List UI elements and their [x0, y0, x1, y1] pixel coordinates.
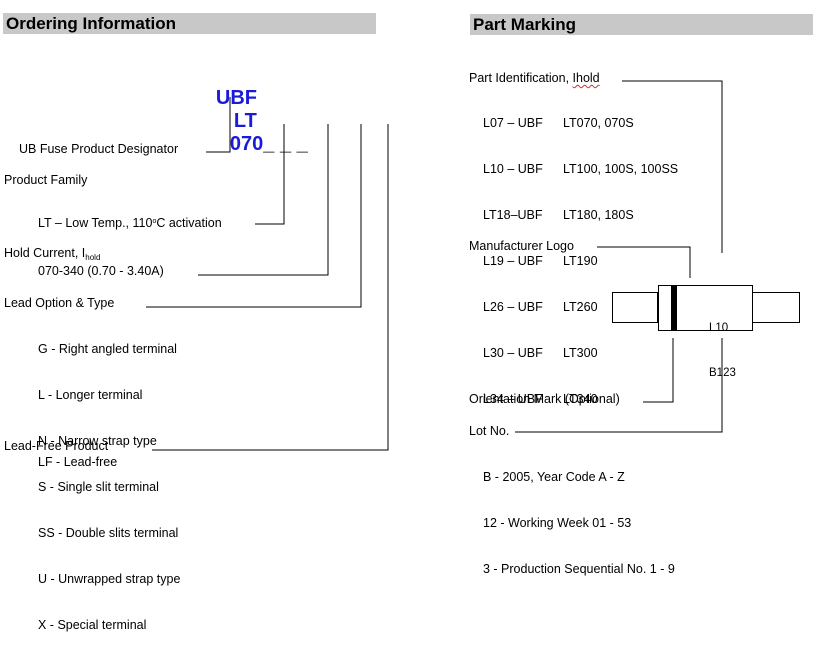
part-id-row: LT18–UBF LT180, 180S: [483, 208, 678, 224]
hold-current-heading-text: Hold Current, I: [4, 246, 86, 260]
hold-current-heading: Hold Current, Ihold: [4, 246, 100, 265]
lead-free-item: LF - Lead-free: [38, 455, 118, 469]
hold-current-leader: [198, 124, 329, 276]
part-id-leader: [622, 80, 723, 253]
part-id-parts: LT300: [563, 346, 598, 360]
device-left-lead: [612, 292, 658, 323]
lead-free-leader: [152, 124, 389, 451]
part-id-mark: LT18–UBF: [483, 208, 543, 222]
part-id-row: L10 – UBF LT100, 100S, 100SS: [483, 162, 678, 178]
designator-label: UB Fuse Product Designator: [19, 142, 179, 156]
part-id-mark: L34 – UBF: [483, 392, 543, 406]
part-identification-list: L07 – UBF LT070, 070S L10 – UBF LT100, 100…: [483, 86, 678, 423]
lead-option-heading: Lead Option & Type: [4, 296, 115, 310]
degree-mark: o: [152, 218, 157, 225]
code-current: 070: [229, 133, 264, 155]
lot-no-item: 3 - Production Sequential No. 1 - 9: [483, 562, 675, 576]
part-id-mark: L10 – UBF: [483, 162, 543, 176]
ordering-information-heading: Ordering Information: [3, 13, 376, 34]
hold-subscript: hold: [85, 253, 101, 262]
part-id-parts: LT190: [563, 254, 598, 268]
hold-current-range: 070-340 (0.70 - 3.40A): [38, 264, 164, 278]
product-family-item-text: LT – Low Temp., 110: [38, 216, 153, 230]
part-marking-title: Part Marking: [473, 15, 576, 34]
designator-leader: [206, 97, 231, 153]
device-marking-line1: L10: [709, 322, 729, 334]
part-id-row: L07 – UBF LT070, 070S: [483, 116, 678, 132]
part-identification-prefix: Part Identification,: [469, 71, 573, 85]
lead-option-item: U - Unwrapped strap type: [38, 572, 181, 586]
device-right-lead: [752, 292, 800, 323]
part-id-row: L26 – UBF LT260: [483, 300, 678, 316]
product-family-heading: Product Family: [4, 173, 88, 187]
manufacturer-logo-label: Manufacturer Logo: [469, 239, 574, 253]
lead-option-item: L - Longer terminal: [38, 388, 143, 402]
orientation-mark-label: Orientation Mark (Optional): [469, 392, 620, 406]
lead-option-item: X - Special terminal: [38, 618, 147, 632]
part-id-row: L19 – UBF LT190: [483, 254, 678, 270]
part-id-parts: LT260: [563, 300, 598, 314]
lead-option-leader: [146, 124, 362, 308]
part-id-mark: L30 – UBF: [483, 346, 543, 360]
ordering-information-title: Ordering Information: [6, 14, 176, 33]
lot-no-item: 12 - Working Week 01 - 53: [483, 516, 632, 530]
code-prefix: UBF: [215, 87, 257, 109]
part-identification-ihold: Ihold: [572, 71, 600, 85]
part-number-code: UBF LT 070_ _ _: [207, 69, 308, 156]
lot-no-item: B - 2005, Year Code A - Z: [483, 470, 625, 484]
lead-option-item: S - Single slit terminal: [38, 480, 159, 494]
part-id-parts: LT070, 070S: [563, 116, 634, 130]
part-id-parts: LT100, 100S, 100SS: [563, 162, 679, 176]
lead-option-item: G - Right angled terminal: [38, 342, 177, 356]
product-family-item-tail: C activation: [156, 216, 222, 230]
code-family: LT: [233, 110, 257, 132]
lead-option-item: N - Narrow strap type: [38, 434, 157, 448]
part-id-mark: L07 – UBF: [483, 116, 543, 130]
lead-option-item: SS - Double slits terminal: [38, 526, 179, 540]
orientation-leader: [643, 338, 674, 403]
lot-no-heading: Lot No.: [469, 424, 510, 438]
part-id-row: L30 – UBF LT300: [483, 346, 678, 362]
orientation-band: [671, 285, 677, 331]
code-suffix: _ _ _: [263, 133, 308, 155]
product-family-item: LT – Low Temp., 110oC activation: [38, 214, 222, 231]
part-marking-heading: Part Marking: [470, 14, 813, 35]
part-id-row: L34 – UBF LT340: [483, 392, 678, 408]
part-id-mark: L19 – UBF: [483, 254, 543, 268]
lead-free-heading: Lead-Free Product: [4, 439, 109, 453]
part-id-mark: L26 – UBF: [483, 300, 543, 314]
leader-lines: [146, 80, 723, 451]
part-id-parts: LT340: [563, 392, 598, 406]
part-identification-heading: Part Identification, Ihold: [469, 71, 600, 86]
family-leader: [255, 124, 285, 225]
manufacturer-logo-leader: [597, 246, 691, 278]
lot-no-leader: [515, 338, 723, 433]
part-id-parts: LT180, 180S: [563, 208, 634, 222]
